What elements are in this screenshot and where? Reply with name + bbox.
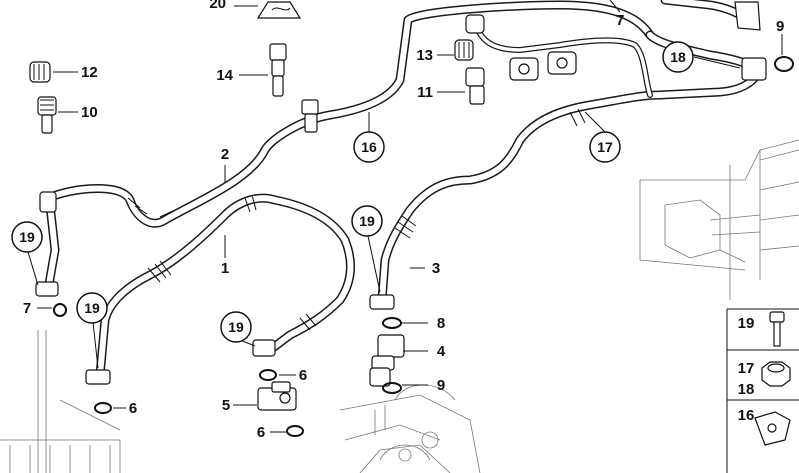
- label-5: 5: [222, 397, 230, 414]
- label-7-top: 7: [616, 12, 624, 29]
- callout-19-left: 19: [11, 221, 43, 253]
- clip-icon: [754, 411, 791, 446]
- oring-6-mid: [259, 369, 277, 381]
- sensor-fitting: [301, 99, 319, 133]
- condenser-ghost: [0, 330, 121, 473]
- label-2: 2: [221, 146, 229, 163]
- valve-11: [465, 67, 485, 105]
- compressor-ghost: [339, 384, 481, 473]
- pipe-1: [85, 193, 355, 385]
- service-pipe: [475, 27, 653, 98]
- svg-text:18: 18: [670, 49, 686, 65]
- bracket-4: [369, 334, 405, 387]
- expansion-valve-fitting: [741, 57, 767, 81]
- label-3: 3: [432, 260, 440, 277]
- callout-16: 16: [353, 131, 385, 163]
- oring-6-left: [94, 402, 112, 414]
- pressure-sensor-14: [269, 43, 287, 97]
- valve-core-10: [37, 96, 57, 134]
- label-12: 12: [81, 64, 98, 81]
- label-6-mid: 6: [299, 367, 307, 384]
- legend-label-19: 19: [738, 315, 755, 332]
- oring-9-top: [774, 56, 794, 72]
- cap-top: [465, 14, 485, 34]
- flange-bottom-left: [85, 369, 111, 385]
- svg-text:19: 19: [19, 229, 35, 245]
- cap-13: [454, 39, 474, 61]
- legend-panel: [726, 308, 799, 473]
- label-8: 8: [437, 315, 445, 332]
- flange-pipe-3: [369, 294, 395, 310]
- hose-top-right: [660, 0, 761, 31]
- legend-label-16: 16: [738, 407, 755, 424]
- callout-17: 17: [589, 131, 621, 163]
- oring-8: [382, 317, 402, 329]
- label-14: 14: [216, 67, 233, 84]
- label-6-low: 6: [257, 424, 265, 441]
- fitting-top-left: [39, 191, 57, 213]
- legend-label-17: 17: [738, 360, 755, 377]
- pipe-left-vertical: [35, 191, 60, 297]
- label-1: 1: [221, 260, 229, 277]
- leaders: [27, 0, 783, 433]
- cap-12: [29, 61, 51, 83]
- bracket-5: [257, 381, 297, 411]
- oring-6-low: [286, 425, 304, 437]
- screw-icon: [769, 311, 785, 347]
- nut-icon: [761, 361, 791, 387]
- label-10: 10: [81, 104, 98, 121]
- callout-19-lower: 19: [220, 311, 252, 343]
- warning-sign-20: [256, 1, 302, 19]
- flange-pipe-1: [252, 339, 276, 357]
- flange-left: [35, 281, 59, 297]
- pipe-18: [645, 30, 767, 81]
- label-9-low: 9: [437, 377, 445, 394]
- evaporator-ghost: [639, 139, 799, 300]
- callout-18: 18: [662, 41, 694, 73]
- label-20: 20: [209, 0, 226, 12]
- legend-label-18: 18: [738, 381, 755, 398]
- svg-text:19: 19: [228, 319, 244, 335]
- svg-text:17: 17: [597, 139, 613, 155]
- pipe-3: [369, 65, 765, 310]
- label-13: 13: [416, 47, 433, 64]
- callout-19-bottom-left: 19: [76, 292, 108, 324]
- label-4: 4: [437, 343, 446, 360]
- label-9-top: 9: [776, 18, 784, 35]
- svg-text:19: 19: [359, 213, 375, 229]
- label-11: 11: [417, 84, 433, 101]
- svg-text:16: 16: [361, 139, 377, 155]
- label-7-left: 7: [23, 300, 31, 317]
- label-6-left: 6: [129, 400, 137, 417]
- callout-19-middle: 19: [351, 205, 383, 237]
- oring-9-low: [382, 382, 402, 394]
- svg-text:19: 19: [84, 300, 100, 316]
- oring-7: [53, 303, 67, 317]
